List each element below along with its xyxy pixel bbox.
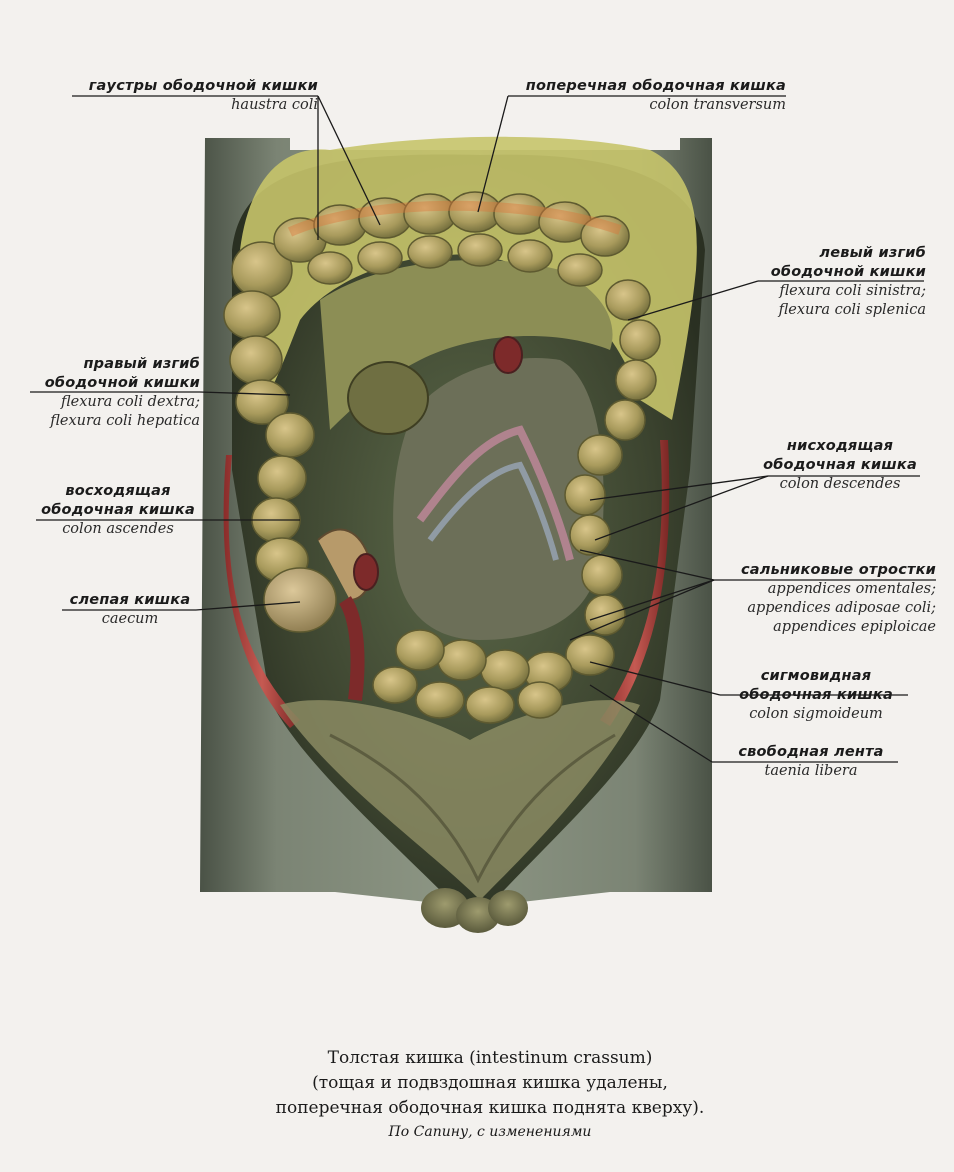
label-haustra-coli: гаустры ободочной кишки haustra coli: [60, 77, 318, 115]
label-flexura-sin-la2: flexura coli splenica: [778, 302, 926, 318]
label-sigmoideum-la: colon sigmoideum: [749, 706, 883, 722]
label-flexura-coli-dextra: правый изгиб ободочной кишки flexura col…: [10, 355, 200, 431]
caption-credit: По Сапину, с изменениями: [388, 1124, 592, 1140]
label-descendens-ru2: ободочная кишка: [763, 457, 917, 473]
label-transversum-ru: поперечная ободочная кишка: [525, 78, 786, 94]
label-flexura-dex-la2: flexura coli hepatica: [50, 413, 200, 429]
label-flexura-sin-la1: flexura coli sinistra;: [779, 283, 926, 299]
label-transversum-la: colon transversum: [649, 97, 786, 113]
label-ascendens-la: colon ascendes: [62, 521, 174, 537]
label-caecum-ru: слепая кишка: [69, 592, 191, 608]
figure-caption: Толстая кишка (intestinum crassum) (тоща…: [160, 1046, 820, 1143]
label-flexura-dex-ru1: правый изгиб: [83, 356, 200, 372]
label-sigmoideum-ru2: ободочная кишка: [739, 687, 893, 703]
label-taenia-la: taenia libera: [764, 763, 858, 779]
label-caecum: слепая кишка caecum: [40, 591, 220, 629]
label-omentales-la1: appendices omentales;: [767, 581, 936, 597]
label-colon-descendes: нисходящая ободочная кишка colon descend…: [740, 437, 940, 494]
label-flexura-dex-ru2: ободочной кишки: [44, 375, 200, 391]
label-flexura-dex-la1: flexura coli dextra;: [60, 394, 200, 410]
label-flexura-sin-ru2: ободочной кишки: [770, 264, 926, 280]
label-taenia-ru: свободная лента: [738, 744, 884, 760]
label-sigmoideum-ru1: сигмовидная: [760, 668, 872, 684]
label-omentales-ru: сальниковые отростки: [740, 562, 936, 578]
label-colon-ascendes: восходящая ободочная кишка colon ascende…: [20, 482, 216, 539]
label-descendens-la: colon descendes: [779, 476, 901, 492]
label-flexura-sin-ru1: левый изгиб: [819, 245, 926, 261]
caption-line-2: (тощая и подвздошная кишка удалены,: [312, 1073, 668, 1093]
label-haustra-ru: гаустры ободочной кишки: [88, 78, 318, 94]
label-caecum-la: caecum: [101, 611, 159, 627]
label-ascendens-ru1: восходящая: [65, 483, 171, 499]
label-taenia-libera: свободная лента taenia libera: [716, 743, 906, 781]
label-ascendens-ru2: ободочная кишка: [41, 502, 195, 518]
caption-line-1: Толстая кишка (intestinum crassum): [327, 1048, 653, 1068]
label-omentales-la3: appendices epiploicae: [773, 619, 936, 635]
label-descendens-ru1: нисходящая: [786, 438, 894, 454]
label-colon-transversum: поперечная ободочная кишка colon transve…: [500, 77, 786, 115]
caption-line-3: поперечная ободочная кишка поднята кверх…: [275, 1098, 705, 1118]
label-colon-sigmoideum: сигмовидная ободочная кишка colon sigmoi…: [716, 667, 916, 724]
label-haustra-la: haustra coli: [231, 97, 318, 113]
label-flexura-coli-sinistra: левый изгиб ободочной кишки flexura coli…: [700, 244, 926, 320]
label-appendices-omentales: сальниковые отростки appendices omentale…: [700, 561, 936, 637]
label-omentales-la2: appendices adiposae coli;: [747, 600, 936, 616]
